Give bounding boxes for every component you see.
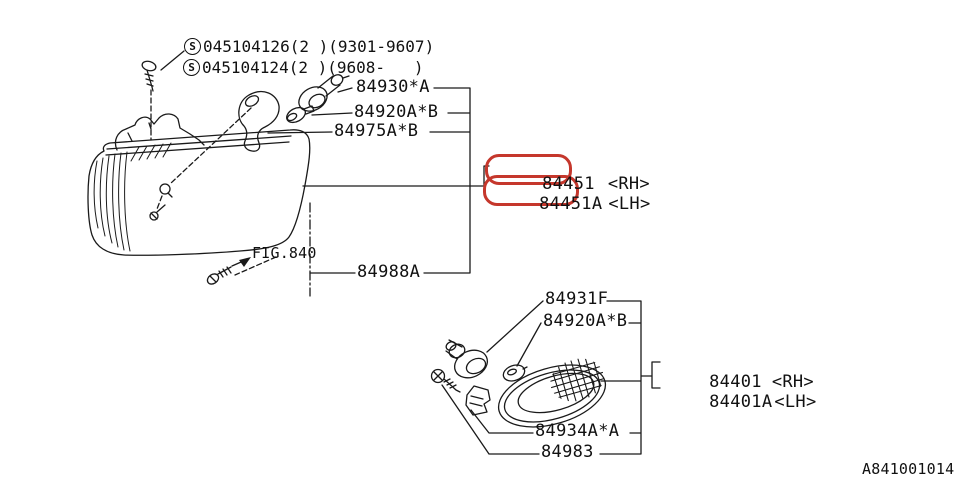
part-number-84451[interactable]: 84451 xyxy=(542,174,595,194)
part-label-corner-screw: 84988A xyxy=(357,262,421,282)
part-label-bulb-top: 84920A*B xyxy=(354,102,439,122)
part-label-marker-grommet: 84934A*A xyxy=(535,421,620,441)
part-label-side-marker-rh: 84401 <RH> xyxy=(667,357,814,408)
mounting-screw-drawing xyxy=(141,50,185,141)
side-marker-socket-drawing xyxy=(445,339,489,379)
highlight-oval-84451 xyxy=(485,154,572,185)
fig840-screw-drawing xyxy=(206,256,277,285)
doc-code: A841001014 xyxy=(862,460,955,478)
screw-spec-part-number: 045104124(2 ) xyxy=(202,58,328,77)
part-number-84401A: 84401A xyxy=(709,392,773,412)
leader-lines-bottom xyxy=(441,300,661,455)
part-label-socket-bottom: 84931F xyxy=(545,289,609,309)
part-label-corner-lamp-lh: 84451A<LH> xyxy=(497,179,651,230)
corner-bulb-drawing xyxy=(286,105,315,124)
part-label-bulb-bottom: 84920A*B xyxy=(543,311,628,331)
corner-lamp-drawing xyxy=(87,107,311,297)
part-number-84451A[interactable]: 84451A xyxy=(539,194,603,214)
part-label-grommet-top: 84975A*B xyxy=(334,121,419,141)
figure-reference: FIG.840 xyxy=(252,244,317,262)
screw-spec-part-number: 045104126(2 ) xyxy=(203,37,329,56)
highlight-oval-84451A xyxy=(483,175,579,206)
screw-spec-range: (9608- ) xyxy=(327,58,424,77)
side-tag-rh: <RH> xyxy=(771,372,814,392)
side-marker-bulb-drawing xyxy=(502,364,528,382)
s-circle-icon: S xyxy=(183,59,200,76)
side-marker-grommet-drawing xyxy=(465,385,491,416)
side-marker-screw-drawing xyxy=(430,368,461,393)
side-tag-lh: <LH> xyxy=(608,194,651,214)
part-label-bulb-socket-top: 84930*A xyxy=(356,77,430,97)
arrow-icon xyxy=(239,257,251,267)
corner-bulb-socket-drawing xyxy=(298,74,350,112)
side-tag-rh: <RH> xyxy=(607,174,650,194)
corner-grommet-drawing xyxy=(238,91,280,152)
screw-spec-range: (9301-9607) xyxy=(328,37,435,56)
part-label-corner-lamp-rh: 84451 <RH> xyxy=(500,159,650,210)
side-marker-lamp-drawing xyxy=(497,354,608,428)
part-label-side-marker-lh: 84401A<LH> xyxy=(667,377,817,428)
side-tag-lh: <LH> xyxy=(774,392,817,412)
s-circle-icon: S xyxy=(184,38,201,55)
part-label-marker-screw: 84983 xyxy=(541,442,594,462)
part-number-84401: 84401 xyxy=(709,372,762,392)
